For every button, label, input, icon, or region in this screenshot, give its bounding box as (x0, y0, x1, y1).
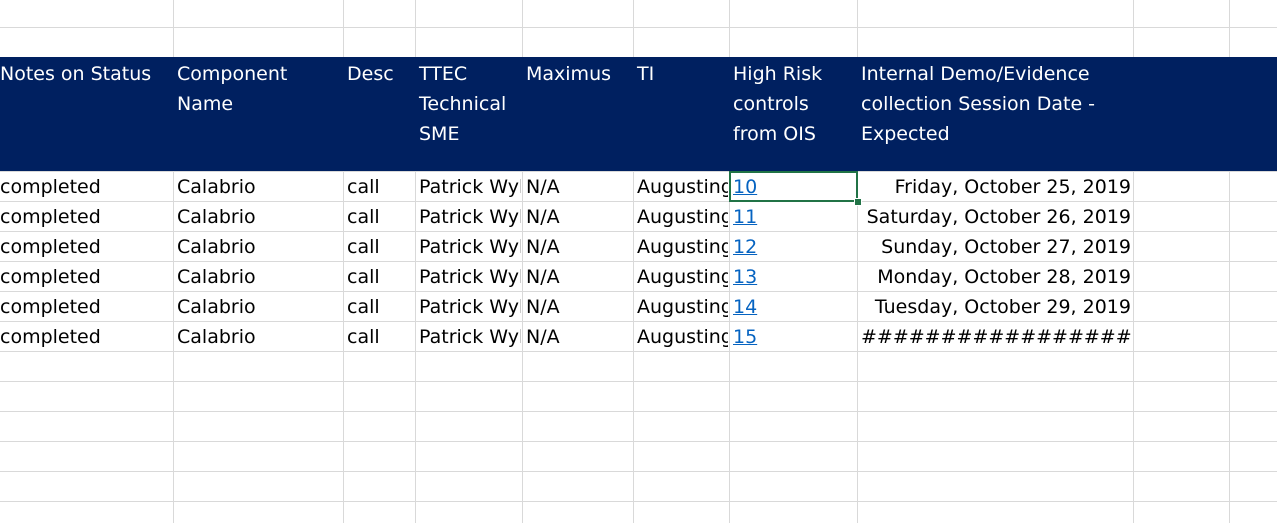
cell-highrisk[interactable]: 12 (733, 232, 856, 262)
cell-notes[interactable]: completed (0, 176, 101, 198)
cell-sme[interactable]: Patrick Wyl (419, 236, 521, 258)
cell-ti[interactable]: Augusting (637, 206, 728, 228)
cell-desc[interactable]: call (347, 326, 380, 348)
row-gridline (0, 441, 1277, 442)
cell-sme[interactable]: Patrick Wyl (419, 176, 521, 198)
column-gridline (729, 0, 730, 523)
column-gridline (857, 0, 858, 523)
high-risk-control-link[interactable]: 14 (733, 296, 758, 318)
cell-component[interactable]: Calabrio (177, 296, 256, 318)
cell-maximus[interactable]: N/A (526, 266, 560, 288)
row-gridline (0, 411, 1277, 412)
row-gridline (0, 231, 1277, 232)
row-gridline (0, 471, 1277, 472)
fill-handle[interactable] (854, 198, 862, 206)
header-session-date-expected[interactable]: Internal Demo/Evidence collection Sessio… (861, 63, 1096, 145)
cell-component[interactable]: Calabrio (177, 236, 256, 258)
cell-session[interactable]: Friday, October 25, 2019 (894, 176, 1131, 198)
cell-sme[interactable]: Patrick Wyl (419, 266, 521, 288)
cell-desc[interactable]: call (347, 296, 380, 318)
header-ti[interactable]: TI (637, 63, 655, 85)
cell-maximus[interactable]: N/A (526, 176, 560, 198)
row-gridline (0, 27, 1277, 28)
cell-notes[interactable]: completed (0, 206, 101, 228)
row-gridline (0, 201, 1277, 202)
cell-session[interactable]: Sunday, October 27, 2019 (881, 236, 1131, 258)
column-gridline (522, 0, 523, 523)
cell-session[interactable]: Monday, October 28, 2019 (877, 266, 1131, 288)
cell-sme[interactable]: Patrick Wyl (419, 326, 521, 348)
row-gridline (0, 351, 1277, 352)
row-gridline (0, 381, 1277, 382)
header-ttec-technical-sme[interactable]: TTEC Technical SME (419, 63, 507, 145)
row-gridline (0, 261, 1277, 262)
cell-session[interactable]: ######################## (861, 326, 1131, 348)
cell-sme[interactable]: Patrick Wyl (419, 296, 521, 318)
cell-highrisk[interactable]: 14 (733, 292, 856, 322)
cell-notes[interactable]: completed (0, 266, 101, 288)
cell-maximus[interactable]: N/A (526, 236, 560, 258)
column-gridline (343, 0, 344, 523)
row-gridline (0, 501, 1277, 502)
header-row-band (0, 57, 1277, 171)
column-gridline (415, 0, 416, 523)
cell-highrisk[interactable]: 10 (733, 172, 856, 202)
cell-component[interactable]: Calabrio (177, 266, 256, 288)
header-maximus[interactable]: Maximus (526, 63, 612, 85)
cell-desc[interactable]: call (347, 176, 380, 198)
row-gridline (0, 321, 1277, 322)
cell-component[interactable]: Calabrio (177, 326, 256, 348)
header-notes-on-status[interactable]: Notes on Status (0, 63, 152, 85)
header-desc[interactable]: Desc (347, 63, 394, 85)
cell-notes[interactable]: completed (0, 326, 101, 348)
cell-ti[interactable]: Augusting (637, 266, 728, 288)
cell-maximus[interactable]: N/A (526, 206, 560, 228)
cell-component[interactable]: Calabrio (177, 176, 256, 198)
cell-sme[interactable]: Patrick Wyl (419, 206, 521, 228)
cell-highrisk[interactable]: 13 (733, 262, 856, 292)
header-high-risk-controls[interactable]: High Risk controls from OIS (733, 63, 823, 145)
cell-notes[interactable]: completed (0, 236, 101, 258)
cell-desc[interactable]: call (347, 266, 380, 288)
cell-ti[interactable]: Augusting (637, 326, 728, 348)
cell-ti[interactable]: Augusting (637, 176, 728, 198)
high-risk-control-link[interactable]: 15 (733, 326, 758, 348)
cell-highrisk[interactable]: 11 (733, 202, 856, 232)
cell-session[interactable]: Saturday, October 26, 2019 (866, 206, 1131, 228)
high-risk-control-link[interactable]: 10 (733, 176, 758, 198)
cell-desc[interactable]: call (347, 236, 380, 258)
cell-notes[interactable]: completed (0, 296, 101, 318)
column-gridline (1229, 0, 1230, 523)
cell-highrisk[interactable]: 15 (733, 322, 856, 352)
row-gridline (0, 171, 1277, 172)
high-risk-control-link[interactable]: 12 (733, 236, 758, 258)
cell-component[interactable]: Calabrio (177, 206, 256, 228)
cell-ti[interactable]: Augusting (637, 236, 728, 258)
cell-maximus[interactable]: N/A (526, 296, 560, 318)
row-gridline (0, 291, 1277, 292)
header-component-name[interactable]: Component Name (177, 63, 288, 115)
column-gridline (633, 0, 634, 523)
high-risk-control-link[interactable]: 11 (733, 206, 758, 228)
column-gridline (173, 0, 174, 523)
cell-desc[interactable]: call (347, 206, 380, 228)
cell-ti[interactable]: Augusting (637, 296, 728, 318)
high-risk-control-link[interactable]: 13 (733, 266, 758, 288)
cell-maximus[interactable]: N/A (526, 326, 560, 348)
cell-session[interactable]: Tuesday, October 29, 2019 (874, 296, 1131, 318)
column-gridline (1133, 0, 1134, 523)
